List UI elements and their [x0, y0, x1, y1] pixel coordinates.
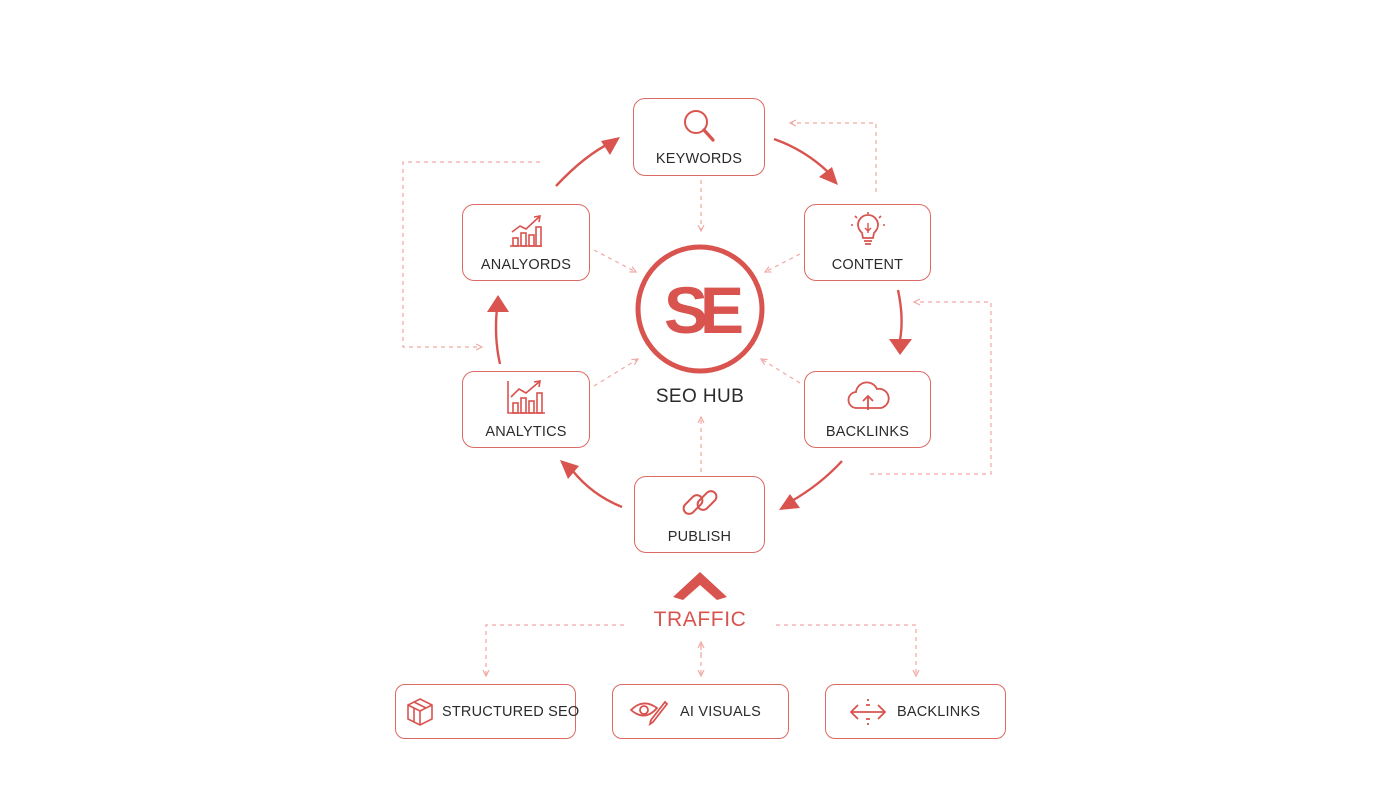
lightbulb-icon: [850, 212, 885, 245]
spoke-content: [765, 253, 801, 272]
arrow-content-to-backlinks: [896, 289, 903, 341]
chain-link-icon: [682, 490, 717, 515]
spoke-backlinks: [761, 359, 801, 384]
hub-spokes: [593, 180, 801, 472]
node-label: ANALYORDS: [480, 257, 572, 273]
arrowhead-analyords: [487, 295, 509, 312]
bottom-item-label: AI VISUALS: [680, 703, 761, 720]
cycle-arrowheads: [487, 137, 912, 510]
traffic-line-left: [486, 624, 624, 676]
bar-chart-icon: [507, 380, 545, 414]
bottom-item-structured-seo[interactable]: STRUCTURED SEO: [395, 684, 580, 739]
node-label: BACKLINKS: [825, 424, 910, 440]
node-label: KEYWORDS: [655, 151, 743, 167]
arrowhead-content: [819, 167, 838, 185]
bidirectional-arrow-icon: [849, 698, 887, 725]
traffic-label: TRAFFIC: [653, 608, 747, 631]
node-analytics[interactable]: ANALYTICS: [462, 371, 590, 448]
chevron-up-icon: [673, 572, 727, 600]
arrowhead-analytics: [560, 460, 579, 479]
hub-circle: [635, 244, 765, 374]
bottom-item-label: BACKLINKS: [897, 703, 981, 720]
eye-pen-icon: [629, 700, 669, 726]
growth-chart-icon: [510, 215, 542, 247]
node-label: ANALYTICS: [485, 424, 567, 440]
spoke-analytics: [593, 359, 638, 387]
bottom-item-label: STRUCTURED SEO: [442, 703, 580, 720]
node-label: PUBLISH: [667, 529, 732, 545]
node-label: CONTENT: [831, 257, 904, 273]
loop-left: [402, 161, 540, 347]
cube-icon: [407, 697, 433, 726]
bottom-item-backlinks[interactable]: BACKLINKS: [825, 684, 1006, 739]
node-publish[interactable]: PUBLISH: [634, 476, 765, 553]
hub-logo: SE: [664, 273, 742, 347]
node-analyords[interactable]: ANALYORDS: [462, 204, 590, 281]
bottom-item-ai-visuals[interactable]: AI VISUALS: [612, 684, 789, 739]
node-content[interactable]: CONTENT: [804, 204, 931, 281]
arrow-keywords-to-content: [773, 137, 829, 173]
hub-label: SEO HUB: [655, 386, 745, 407]
arrow-analytics-to-analyords: [494, 307, 502, 365]
traffic-lines: [486, 624, 916, 676]
arrowhead-keywords: [601, 137, 620, 155]
traffic-line-right: [776, 624, 916, 676]
cloud-upload-icon: [847, 381, 890, 410]
arrow-analyords-to-keywords: [555, 140, 613, 187]
outer-loops: [402, 123, 992, 475]
arrow-backlinks-to-publish: [789, 460, 843, 504]
loop-right: [870, 302, 992, 475]
arrow-publish-to-analytics: [571, 469, 623, 509]
arrowhead-publish: [779, 494, 800, 510]
arrowhead-backlinks: [889, 339, 912, 355]
node-keywords[interactable]: KEYWORDS: [633, 98, 765, 176]
spoke-analyords: [593, 249, 636, 272]
node-backlinks[interactable]: BACKLINKS: [804, 371, 931, 448]
magnifier-icon: [684, 110, 715, 142]
